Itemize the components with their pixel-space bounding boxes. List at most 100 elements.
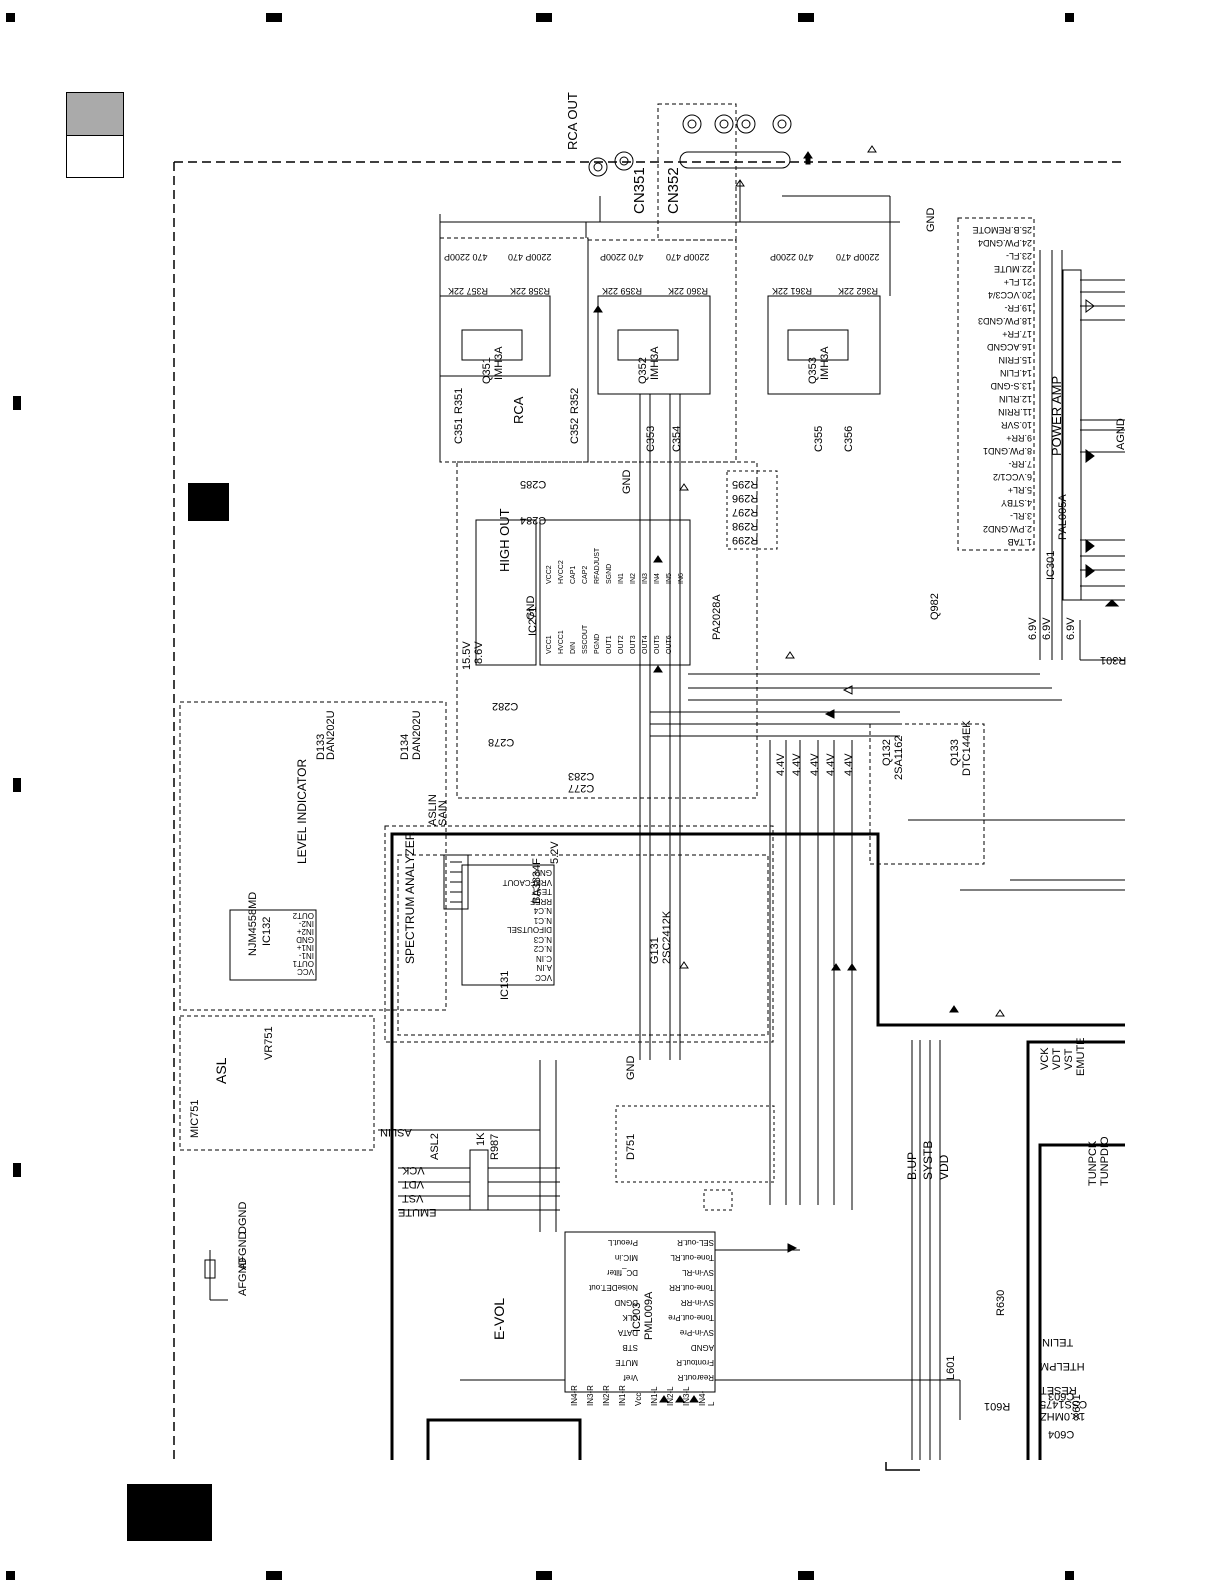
ic271-pin-in5: IN5 bbox=[666, 573, 673, 584]
registration-mark-top-5 bbox=[1065, 13, 1074, 22]
ic271-pins: VCC2 VCC1 HVCC2 HVCC1 CAP1 DIN CAP2 SSCO… bbox=[544, 524, 688, 662]
ic203-pin-in3l: IN3-L bbox=[682, 1386, 691, 1406]
voltage-6-9v-a: 6.9V bbox=[1027, 617, 1039, 640]
vr751-label: VR751 bbox=[263, 1026, 275, 1060]
ic271-pin-out1: OUT1 bbox=[606, 635, 613, 654]
ic203-pin-svinpre: SV-in-Pre bbox=[679, 1328, 714, 1337]
registration-mark-left-3 bbox=[13, 1163, 21, 1177]
ic203-pin-mute: MUTE bbox=[615, 1358, 638, 1367]
c277-label: C277 bbox=[568, 782, 595, 794]
voltage-4-4v-b: 4.4V bbox=[791, 753, 803, 776]
vck-label: VCK bbox=[402, 1164, 425, 1176]
ic271-pin-sscout: SSCOUT bbox=[582, 624, 589, 654]
pin-24: 24.PW.GND4 bbox=[977, 238, 1032, 248]
gnd-label-2: GND bbox=[621, 469, 633, 494]
ic271-pin-in4: IN4 bbox=[654, 573, 661, 584]
ic203-pins-right: Rearout.R Frontout.R AGND SV-in-Pre Tone… bbox=[640, 1232, 714, 1392]
rca-out-label: RCA OUT bbox=[565, 92, 580, 150]
tunpdi-label: TUNPDIO bbox=[1099, 1136, 1111, 1187]
ic203-pin-vref: Vref bbox=[623, 1373, 638, 1382]
voltage-6-9v-c: 6.9V bbox=[1065, 617, 1077, 640]
ic271-pin-in3: IN3 bbox=[642, 573, 649, 584]
ic203-pin-data: DATA bbox=[617, 1328, 638, 1337]
d134-part: DAN202U bbox=[411, 710, 423, 760]
ic301-label: IC301 bbox=[1045, 550, 1057, 580]
voltage-5-2v: 5.2V bbox=[549, 841, 561, 864]
power-amp-pin-list: 1.TAB 2.PW.GND2 3.RL- 4.STBY 5.RL+ 6.VCC… bbox=[962, 220, 1032, 548]
ic203-pin-vcc: Vcc bbox=[634, 1392, 643, 1406]
ic271-pin-cap1: CAP1 bbox=[570, 565, 577, 584]
spectrum-analyzer-label: SPECTRUM ANALYZER bbox=[403, 831, 417, 964]
res-label-4: R360 22K bbox=[668, 286, 709, 296]
ic131-pins: VCC A.IN C.IN N.C2 N.C3 DIFOUTSEL N.C1 N… bbox=[464, 868, 552, 983]
cap-label-5: 470 2200P bbox=[770, 252, 814, 262]
cap-label-1: 470 2200P bbox=[444, 252, 488, 262]
registration-mark-top-2 bbox=[266, 13, 282, 22]
systb-label: SYSTB bbox=[921, 1140, 935, 1180]
q133-label: Q133 bbox=[949, 739, 961, 766]
registration-mark-bottom-1 bbox=[6, 1571, 15, 1580]
ic203-pin-in3r: IN3-R bbox=[586, 1385, 595, 1406]
c604-label: C604 bbox=[1048, 1428, 1075, 1440]
registration-mark-left-2 bbox=[13, 778, 21, 792]
pin-13: 13.S-GND bbox=[990, 381, 1032, 391]
ic203-pins-left: Vref MUTE STB DATA CLK DGND NoiseDET.out… bbox=[566, 1232, 638, 1392]
ic271-pin-in6: IN6 bbox=[678, 573, 685, 584]
pin-2: 2.PW.GND2 bbox=[982, 524, 1032, 534]
q352-label: Q352 bbox=[637, 357, 649, 384]
r987-value: 1K bbox=[475, 1132, 487, 1146]
vst-label: VST bbox=[402, 1192, 424, 1204]
section-block-marker bbox=[188, 483, 229, 521]
q132-part: 2SA1162 bbox=[893, 735, 905, 780]
ic271-pin-out2: OUT2 bbox=[618, 635, 625, 654]
q352-part: IMH3A bbox=[649, 346, 661, 380]
q353-part: IMH3A bbox=[819, 346, 831, 380]
ic131-pin-cin: C.IN bbox=[536, 954, 552, 963]
ic131-pin-vcc: VCC bbox=[535, 973, 552, 982]
pin-10: 10.SVR bbox=[1000, 420, 1032, 430]
c352-label: C352 bbox=[569, 417, 581, 444]
ic271-pin-rfadjust: RFADJUST bbox=[594, 547, 601, 584]
pin-25: 25.B.REMOTE bbox=[972, 225, 1032, 235]
ic271-pin-out5: OUT5 bbox=[654, 635, 661, 654]
ic271-part: PA2028A bbox=[711, 594, 723, 640]
page-tab-shade bbox=[67, 93, 123, 136]
ic203-pin-toneoutrr: Tone-out.RR bbox=[669, 1283, 714, 1292]
c354-label: C354 bbox=[671, 425, 683, 452]
emute-bus-label: EMUTE bbox=[1075, 1037, 1087, 1077]
ic131-pin-nc3: N.C3 bbox=[533, 935, 552, 944]
registration-mark-top-1 bbox=[6, 13, 15, 22]
c356-label: C356 bbox=[843, 425, 855, 452]
registration-mark-bottom-4 bbox=[798, 1571, 814, 1580]
ic132-pin-in2m: IN2- bbox=[298, 919, 314, 928]
ic203-pin-dgnd: DGND bbox=[614, 1298, 638, 1307]
ic203-pin-toneoutpre: Tone-out.Pre bbox=[668, 1313, 714, 1322]
r301-label: R301 bbox=[1100, 654, 1127, 666]
ic203-pin-preoutl: Preout.L bbox=[607, 1238, 638, 1247]
b-up-label: B.UP bbox=[905, 1151, 919, 1180]
c285-label: C285 bbox=[520, 478, 547, 490]
d134-label: D134 bbox=[399, 733, 411, 760]
voltage-4-4v-a: 4.4V bbox=[775, 753, 787, 776]
voltage-6-9v-b: 6.9V bbox=[1041, 617, 1053, 640]
pin-6: 6.VCC1/2 bbox=[992, 472, 1032, 482]
q131-label: G131 bbox=[649, 937, 661, 964]
high-out-label: HIGH OUT bbox=[497, 508, 512, 572]
page-tab bbox=[66, 92, 124, 178]
registration-mark-bottom-3 bbox=[536, 1571, 552, 1580]
voltage-4-4v-c: 4.4V bbox=[809, 753, 821, 776]
ic203-pins-bottom: IN4-R IN3-R IN2-R IN1-R Vcc IN1-L IN2-L … bbox=[570, 1385, 716, 1424]
q132-label: Q132 bbox=[881, 739, 893, 766]
cap-label-6: 2200P 470 bbox=[836, 252, 880, 262]
ic271-pin-sgnd: SGND bbox=[606, 563, 613, 584]
ic203-pin-toneoutrl: Tone-out.RL bbox=[670, 1253, 714, 1262]
res-label-6: R362 22K bbox=[838, 286, 879, 296]
ic203-pin-in1l: IN1-L bbox=[650, 1386, 659, 1406]
q133-part: DTC144EK bbox=[961, 720, 973, 776]
ic203-pin-svinrl: SV-in-RL bbox=[681, 1268, 714, 1277]
pin-list-inner: 1.TAB 2.PW.GND2 3.RL- 4.STBY 5.RL+ 6.VCC… bbox=[962, 220, 1032, 548]
registration-mark-bottom-2 bbox=[266, 1571, 282, 1580]
ic203-pin-agnd: AGND bbox=[690, 1343, 714, 1352]
c353-label: C353 bbox=[645, 425, 657, 452]
